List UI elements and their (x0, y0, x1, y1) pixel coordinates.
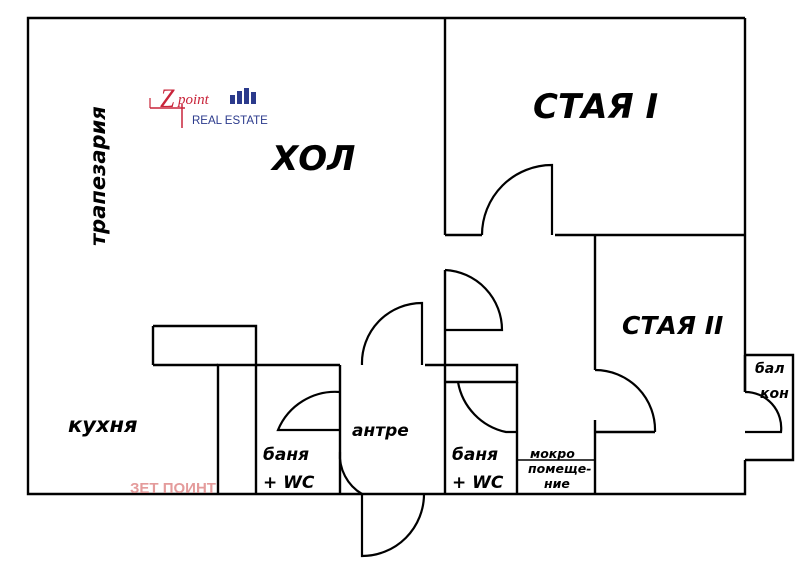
room-label-banya2: баня (452, 445, 498, 465)
door-banya1 (276, 390, 341, 432)
door-antre-top (360, 301, 424, 366)
room-label-nie: ние (544, 476, 570, 491)
room-label-staya1: СТАЯ I (533, 87, 658, 127)
watermark-text: ЗЕТ ПОИНТ (130, 480, 216, 497)
room-label-kuhnya: кухня (68, 413, 137, 437)
door-entrance (360, 493, 426, 558)
room-label-pomeshte: помеще- (528, 461, 591, 476)
door-staya2 (594, 368, 657, 433)
room-label-balkon-1: бал (755, 361, 784, 377)
room-label-banya1: баня (263, 445, 309, 465)
svg-text:point: point (177, 92, 210, 108)
room-label-staya2: СТАЯ II (622, 311, 723, 340)
room-label-antre: антре (352, 421, 409, 441)
logo-buildings-icon (230, 88, 256, 104)
room-label-balkon-2: кон (760, 386, 789, 402)
interior-walls (151, 18, 795, 494)
room-label-trapezaria: трапезария (86, 106, 110, 246)
door-balkon (744, 390, 783, 434)
door-antre-left (338, 451, 363, 495)
door-hol-right (444, 268, 504, 332)
svg-text:REAL ESTATE: REAL ESTATE (192, 115, 268, 127)
svg-text:Z: Z (160, 84, 175, 113)
doors (276, 163, 783, 558)
room-label-mokro: мокро (530, 446, 575, 461)
door-banya2 (456, 381, 517, 434)
door-staya1 (480, 163, 554, 236)
room-label-banya2-wc: + WC (452, 473, 504, 493)
room-label-hol: ХОЛ (270, 139, 355, 179)
room-label-banya1-wc: + WC (263, 473, 315, 493)
company-logo: Z point REAL ESTATE (149, 84, 268, 128)
